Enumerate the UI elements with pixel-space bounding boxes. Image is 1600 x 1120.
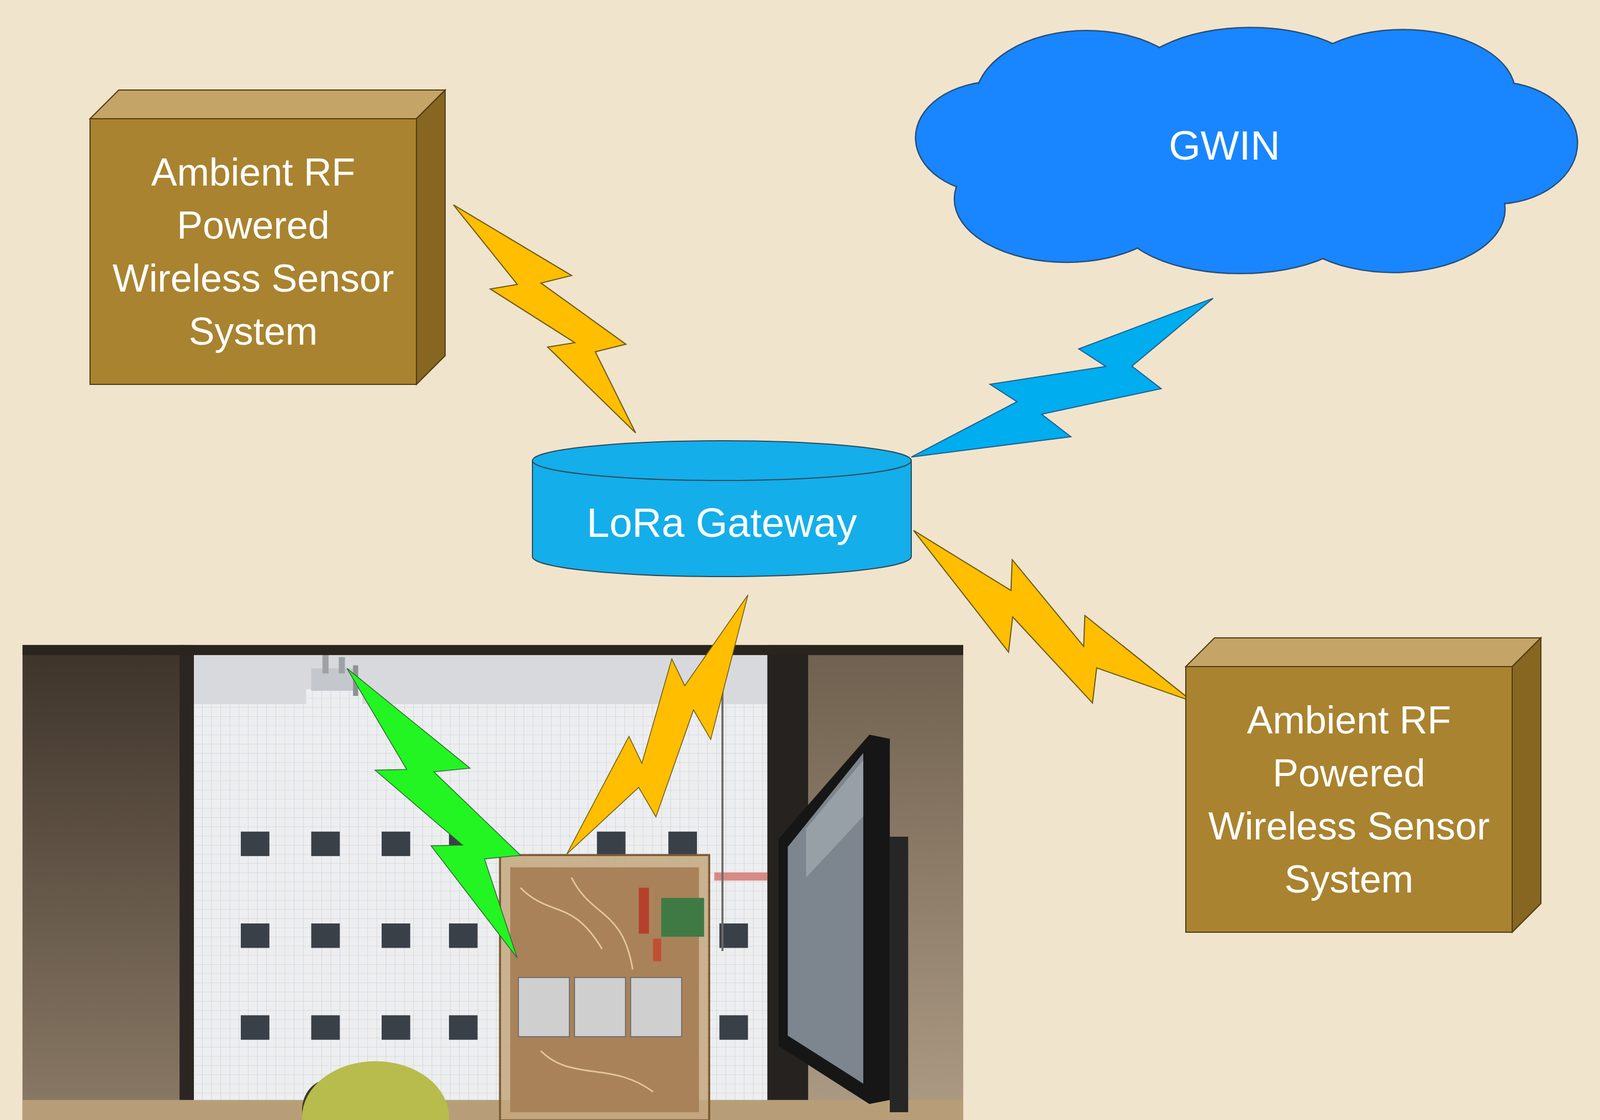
- window: [311, 923, 341, 948]
- antenna: [322, 652, 329, 674]
- window: [381, 923, 411, 948]
- node-label: GWIN: [1168, 120, 1280, 171]
- component: [652, 938, 662, 962]
- lightning-connector: [453, 204, 636, 433]
- window: [449, 1015, 478, 1040]
- lightning-connector: [911, 298, 1213, 457]
- window: [719, 1015, 749, 1040]
- photo-group: [22, 578, 964, 1120]
- window: [240, 923, 270, 948]
- screen-reflection: [806, 759, 864, 878]
- box-front: [1185, 666, 1513, 933]
- node-label: LoRa Gateway: [586, 498, 858, 548]
- device-case: [499, 854, 710, 1120]
- box-side: [416, 90, 446, 385]
- monitor: [778, 734, 890, 1105]
- cloud-shape: GWIN: [913, 25, 1580, 276]
- window: [240, 1015, 270, 1040]
- antenna: [338, 657, 345, 674]
- window: [668, 831, 697, 857]
- cylinder-top: [532, 440, 912, 481]
- window: [240, 831, 270, 857]
- node-label: Ambient RF Powered Wireless Sensor Syste…: [1202, 693, 1496, 906]
- cellular-bolt: [319, 641, 571, 967]
- component: [639, 887, 649, 934]
- rf-module: [574, 977, 626, 1037]
- node-face: Ambient RF Powered Wireless Sensor Syste…: [1185, 666, 1513, 933]
- sensor-box: Ambient RF Powered Wireless Sensor Syste…: [1185, 637, 1541, 933]
- window: [719, 923, 749, 948]
- box-front: [90, 118, 417, 385]
- window-frame: [179, 645, 194, 1120]
- gateway-cylinder: LoRa Gateway: [532, 440, 912, 577]
- lightning-connector: [913, 530, 1193, 704]
- ceiling: [22, 645, 964, 656]
- window: [311, 831, 341, 857]
- box-side: [1512, 637, 1541, 933]
- photo: [22, 645, 964, 1120]
- node-face: Ambient RF Powered Wireless Sensor Syste…: [90, 118, 417, 385]
- monitor-stand: [889, 836, 908, 1113]
- window: [381, 1015, 411, 1040]
- wires: [520, 877, 653, 1092]
- cloud-outline: [974, 71, 1506, 235]
- green-ball: [302, 1061, 450, 1120]
- rf-module: [518, 977, 570, 1037]
- cloud-fill: [975, 72, 1505, 234]
- building-tower: [305, 688, 363, 786]
- window: [381, 831, 411, 857]
- window: [311, 1015, 341, 1040]
- pcb-module: [661, 898, 705, 937]
- node-face: GWIN: [1058, 107, 1391, 185]
- photo-ground: [22, 645, 964, 1120]
- box-top: [90, 90, 446, 119]
- left-wall: [22, 645, 187, 1120]
- node-face: LoRa Gateway: [532, 480, 912, 566]
- box-top: [1185, 637, 1541, 667]
- rf-module: [630, 977, 682, 1037]
- lora-bolt: [553, 578, 787, 887]
- node-label: Ambient RF Powered Wireless Sensor Syste…: [106, 145, 400, 358]
- sensor-box: Ambient RF Powered Wireless Sensor Syste…: [90, 90, 446, 385]
- window: [597, 831, 626, 857]
- desk: [22, 1100, 964, 1120]
- monitor-screen: [787, 753, 864, 1085]
- window: [449, 923, 478, 948]
